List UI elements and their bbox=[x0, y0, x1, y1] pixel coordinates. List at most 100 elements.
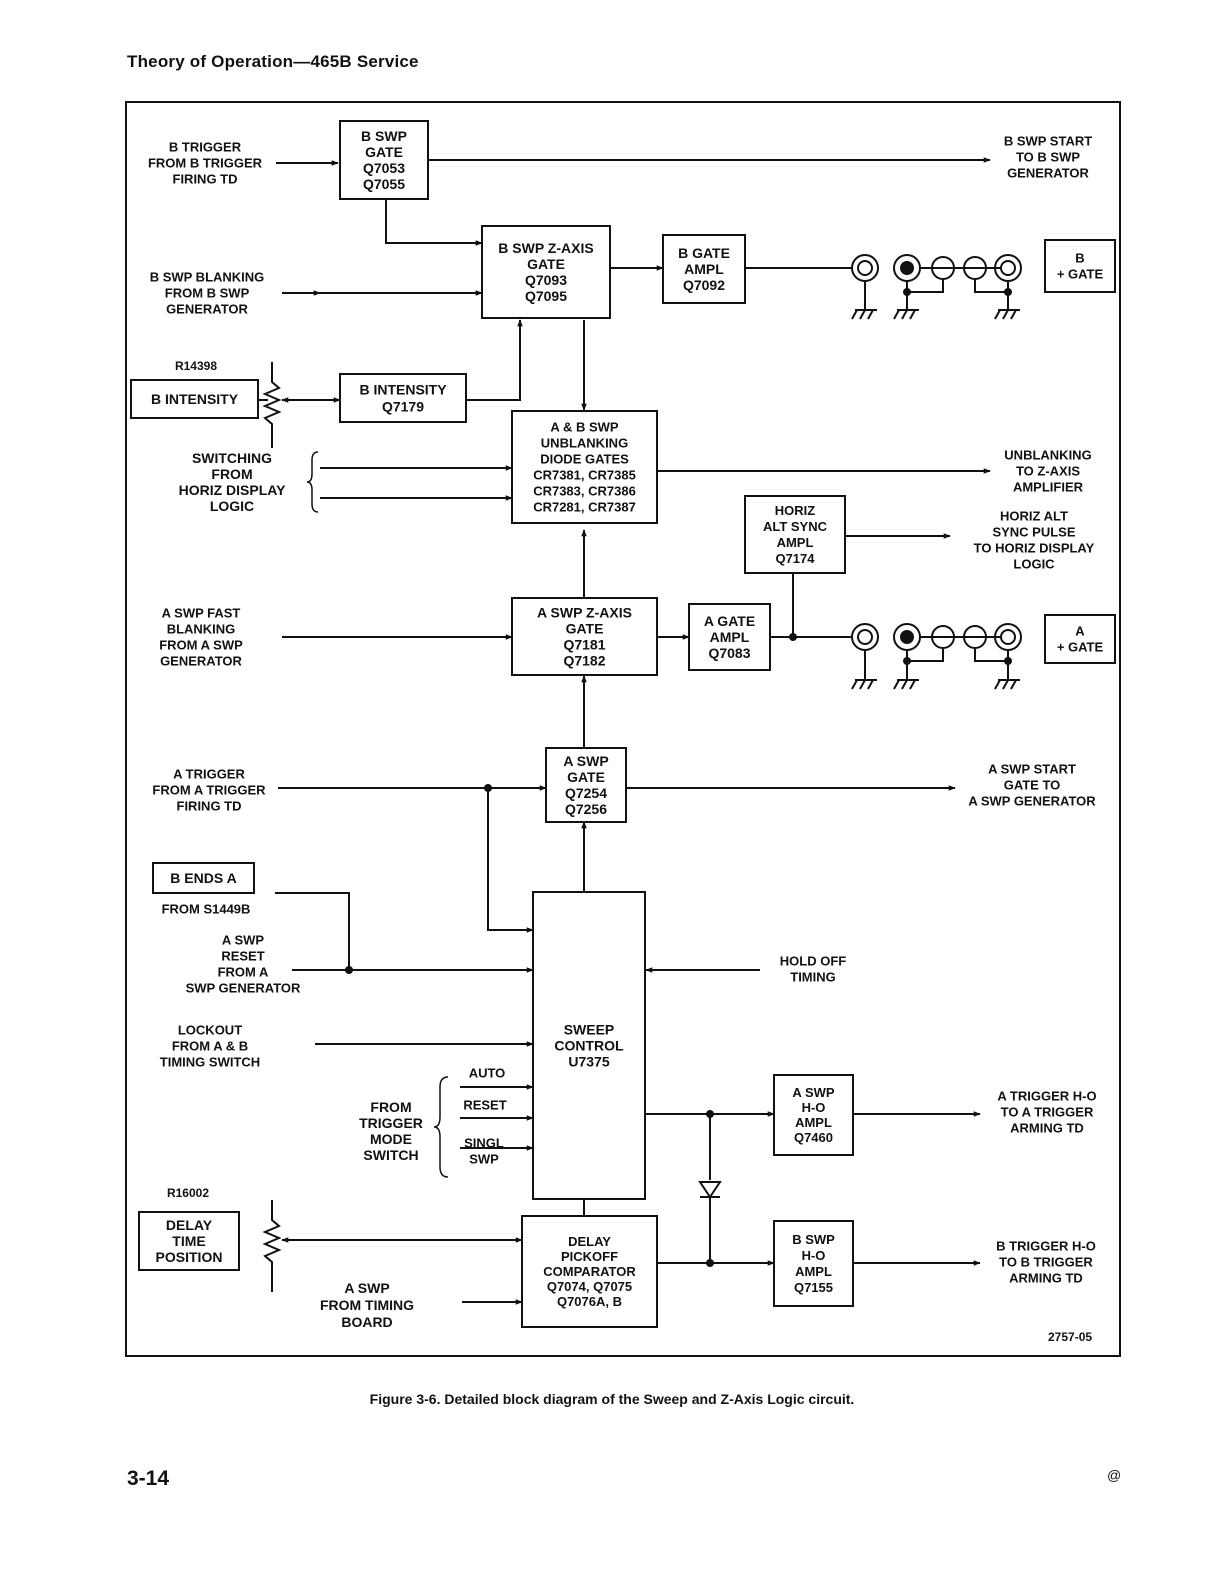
a-swp-zaxis-gate-line: GATE bbox=[566, 621, 604, 637]
delay-pickoff-line: Q7076A, B bbox=[557, 1294, 622, 1309]
a-swp-fast-blanking-in-label-line: BLANKING bbox=[167, 622, 236, 637]
b-swp-start-out-label-line: B SWP START bbox=[1004, 134, 1092, 149]
jumper-connector-center bbox=[1000, 260, 1016, 276]
delay-time-position-line: DELAY bbox=[166, 1217, 213, 1233]
delay-pickoff-line: DELAY bbox=[568, 1234, 611, 1249]
delay-time-position-block bbox=[138, 1211, 240, 1271]
wire bbox=[974, 279, 1009, 293]
b-trigger-ho-out-label-line: ARMING TD bbox=[1009, 1271, 1083, 1286]
b-plus-gate-line: B bbox=[1075, 251, 1084, 266]
horiz-alt-sync-line: Q7174 bbox=[775, 551, 815, 566]
delay-pickoff-block bbox=[521, 1215, 658, 1328]
a-swp-zaxis-gate-line: A SWP Z-AXIS bbox=[537, 605, 632, 621]
b-trigger-ho-out-label-line: TO B TRIGGER bbox=[999, 1255, 1093, 1270]
a-swp-zaxis-gate-block bbox=[511, 597, 658, 676]
b-intensity-block-line: Q7179 bbox=[382, 399, 424, 415]
a-gate-ampl-line: A GATE bbox=[704, 613, 755, 629]
sweep-control-line: CONTROL bbox=[554, 1038, 624, 1054]
from-trigger-mode-label-line: MODE bbox=[370, 1131, 412, 1147]
b-trigger-in-label-line: FROM B TRIGGER bbox=[148, 156, 263, 171]
page-number: 3-14 bbox=[127, 1467, 170, 1490]
a-plus-gate-line: + GATE bbox=[1057, 640, 1104, 655]
a-gate-ampl-line: AMPL bbox=[710, 629, 750, 645]
wire bbox=[907, 648, 944, 662]
from-trigger-mode-label-line: FROM bbox=[370, 1099, 411, 1115]
a-swp-fast-blanking-in-label-line: FROM A SWP bbox=[159, 638, 243, 653]
delay-time-position-line: TIME bbox=[172, 1233, 205, 1249]
b-swp-ho-ampl-block bbox=[773, 1220, 854, 1307]
ab-unblanking-line: DIODE GATES bbox=[540, 452, 629, 467]
a-swp-start-out-label-line: A SWP START bbox=[988, 762, 1076, 777]
b-swp-zaxis-gate-line: GATE bbox=[527, 256, 565, 272]
b-swp-ho-ampl-line: AMPL bbox=[795, 1264, 832, 1279]
from-trigger-mode-label-line: TRIGGER bbox=[359, 1115, 423, 1131]
a-trigger-in-label-line: FIRING TD bbox=[177, 799, 242, 814]
lockout-in-label-line: LOCKOUT bbox=[178, 1023, 242, 1038]
unblanking-out-label-line: TO Z-AXIS bbox=[1016, 464, 1080, 479]
bnc-connector bbox=[851, 623, 879, 651]
wire bbox=[907, 279, 944, 293]
hold-off-in-label-line: TIMING bbox=[790, 970, 836, 985]
unblanking-out-label-line: AMPLIFIER bbox=[1013, 480, 1084, 495]
horiz-alt-sync-block bbox=[744, 495, 846, 574]
horiz-alt-out-label-line: LOGIC bbox=[1013, 557, 1055, 572]
a-swp-gate-line: GATE bbox=[567, 769, 605, 785]
b-trigger-ho-out-label-line: B TRIGGER H-O bbox=[996, 1239, 1096, 1254]
r14398-label-line: R14398 bbox=[175, 359, 217, 373]
wire bbox=[466, 319, 523, 401]
diode-symbol bbox=[698, 1181, 722, 1199]
b-swp-zaxis-gate-line: Q7093 bbox=[525, 272, 567, 288]
figure-caption: Figure 3-6. Detailed block diagram of th… bbox=[369, 1391, 855, 1407]
brace bbox=[433, 1076, 449, 1178]
bnc-connector-center bbox=[857, 260, 873, 276]
horiz-alt-out-label-line: TO HORIZ DISPLAY bbox=[974, 541, 1095, 556]
b-gate-ampl-line: B GATE bbox=[678, 245, 730, 261]
b-swp-gate-line: B SWP bbox=[361, 128, 407, 144]
b-ends-a-line: B ENDS A bbox=[170, 870, 236, 886]
page-mark: @ bbox=[1107, 1467, 1122, 1483]
a-swp-timing-in-label-line: A SWP bbox=[344, 1280, 389, 1296]
ground-symbol bbox=[893, 309, 919, 320]
ab-unblanking-line: CR7381, CR7385 bbox=[533, 468, 636, 483]
b-intensity-label-block bbox=[130, 379, 259, 419]
switching-in-label-line: LOGIC bbox=[210, 498, 254, 514]
a-swp-start-out-label-line: GATE TO bbox=[1004, 778, 1061, 793]
ground-symbol bbox=[994, 679, 1020, 690]
a-swp-ho-ampl-line: Q7460 bbox=[794, 1130, 833, 1145]
a-gate-ampl-line: Q7083 bbox=[708, 645, 750, 661]
delay-pickoff-line: Q7074, Q7075 bbox=[547, 1279, 632, 1294]
a-swp-ho-ampl-block bbox=[773, 1074, 854, 1156]
b-gate-ampl-line: Q7092 bbox=[683, 277, 725, 293]
ground-symbol bbox=[851, 309, 877, 320]
a-swp-start-out-label-line: A SWP GENERATOR bbox=[968, 794, 1096, 809]
junction-dot bbox=[789, 633, 797, 641]
ab-unblanking-line: A & B SWP bbox=[550, 420, 618, 435]
a-swp-gate-line: A SWP bbox=[563, 753, 608, 769]
singl-swp-label-line: SINGL bbox=[464, 1136, 504, 1151]
b-intensity-block-line: B INTENSITY bbox=[359, 382, 447, 398]
resistor bbox=[262, 362, 282, 448]
r16002-label-line: R16002 bbox=[167, 1186, 209, 1200]
a-swp-fast-blanking-in-label-line: A SWP FAST bbox=[162, 606, 241, 621]
a-plus-gate-line: A bbox=[1075, 624, 1085, 639]
hold-off-in-label-line: HOLD OFF bbox=[780, 954, 846, 969]
b-plus-gate-line: + GATE bbox=[1057, 267, 1104, 282]
a-swp-reset-in-label-line: A SWP bbox=[222, 933, 264, 948]
ground-symbol bbox=[851, 679, 877, 690]
b-trigger-in-label-line: B TRIGGER bbox=[169, 140, 242, 155]
wire bbox=[487, 788, 534, 933]
delay-pickoff-line: COMPARATOR bbox=[543, 1264, 636, 1279]
a-swp-ho-ampl-line: H-O bbox=[802, 1100, 826, 1115]
figure-id: 2757-05 bbox=[1048, 1330, 1093, 1344]
b-swp-zaxis-gate-block bbox=[481, 225, 611, 319]
a-trigger-ho-out-label-line: A TRIGGER H-O bbox=[997, 1089, 1096, 1104]
delay-time-position-line: POSITION bbox=[156, 1249, 223, 1265]
wire bbox=[385, 199, 483, 246]
a-swp-zaxis-gate-line: Q7182 bbox=[563, 653, 605, 669]
a-trigger-ho-out-label-line: TO A TRIGGER bbox=[1001, 1105, 1094, 1120]
a-trigger-ho-out-label-line: ARMING TD bbox=[1010, 1121, 1084, 1136]
horiz-alt-sync-line: ALT SYNC bbox=[763, 519, 828, 534]
b-swp-start-out-label-line: TO B SWP bbox=[1016, 150, 1080, 165]
b-gate-ampl-line: AMPL bbox=[684, 261, 724, 277]
